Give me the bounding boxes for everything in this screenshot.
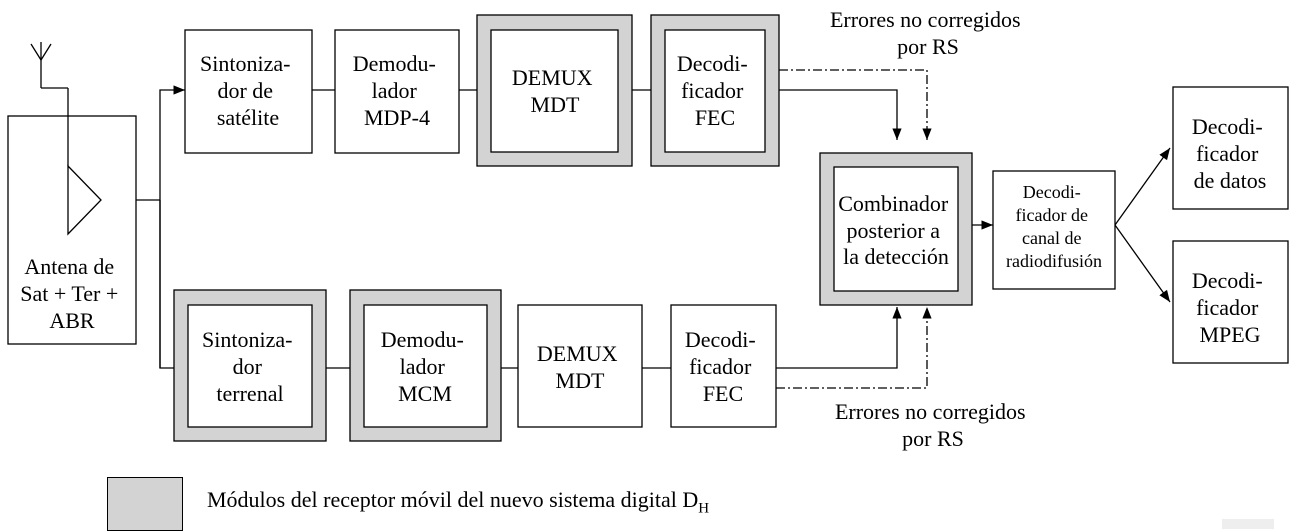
fec-top-box xyxy=(664,29,766,153)
error-line-bottom xyxy=(776,307,932,389)
errors-top-annotation: Errores no corregidos por RS xyxy=(830,7,1026,59)
canal-label: Decodi- ficador de canal de radiodifusió… xyxy=(1006,182,1102,271)
legend-swatch xyxy=(107,477,183,531)
canal-labels: Decodi- ficador de canal de radiodifusió… xyxy=(1006,182,1102,271)
block-labels: Antena de Sat + Ter + ABR Sintoniza- dor… xyxy=(20,7,1268,451)
mpeg-box xyxy=(1172,240,1289,364)
line-fec-top-combiner xyxy=(779,89,902,140)
sint-sat-label: Sintoniza- dor de satélite xyxy=(200,51,296,130)
sint-ter-label: Sintoniza- dor terrenal xyxy=(202,327,298,406)
antenna-icon xyxy=(30,42,102,236)
antenna-block xyxy=(7,42,137,345)
demod-mcm-label: Demodu- lador MCM xyxy=(381,327,470,406)
combinador-label: Combinador posterior a la detección xyxy=(838,191,954,269)
line-fec-bottom-combiner xyxy=(776,307,902,369)
corner-mark xyxy=(1222,519,1274,529)
error-line-top xyxy=(779,69,932,140)
line-to-data-decoder xyxy=(1114,147,1171,226)
legend-text: Módulos del receptor móvil del nuevo sis… xyxy=(207,487,709,517)
demod-mdp4-label: Demodu- lador MDP-4 xyxy=(353,51,442,130)
datos-box xyxy=(1172,86,1289,210)
demux-bot-label: DEMUX MDT xyxy=(537,341,623,393)
fec-bot-box xyxy=(670,304,777,428)
fec-top-label: Decodi- ficador FEC xyxy=(677,51,753,130)
demux-top-box xyxy=(490,29,619,153)
mpeg-label: Decodi- ficador MPEG xyxy=(1192,268,1268,347)
demux-top-label: DEMUX MDT xyxy=(512,65,598,117)
demux-bot-box xyxy=(517,304,643,428)
demod-mcm-box xyxy=(363,304,488,428)
demod-mdp4-box xyxy=(334,29,460,154)
sint-ter-box xyxy=(187,304,313,428)
antena-label: Antena de Sat + Ter + ABR xyxy=(20,254,124,333)
errors-bottom-annotation: Errores no corregidos por RS xyxy=(835,399,1031,451)
sint-sat-box xyxy=(184,29,313,154)
legend-subscript: H xyxy=(698,500,710,517)
legend-label: Módulos del receptor móvil del nuevo sis… xyxy=(207,487,699,512)
line-to-mpeg-decoder xyxy=(1114,224,1171,303)
fec-bot-label: Decodi- ficador FEC xyxy=(685,327,761,406)
combinador-box xyxy=(833,166,959,292)
datos-label: Decodi- ficador de datos xyxy=(1192,114,1268,193)
block-boxes xyxy=(184,29,1289,428)
error-signal-lines xyxy=(776,69,932,389)
canal-box xyxy=(992,170,1116,290)
